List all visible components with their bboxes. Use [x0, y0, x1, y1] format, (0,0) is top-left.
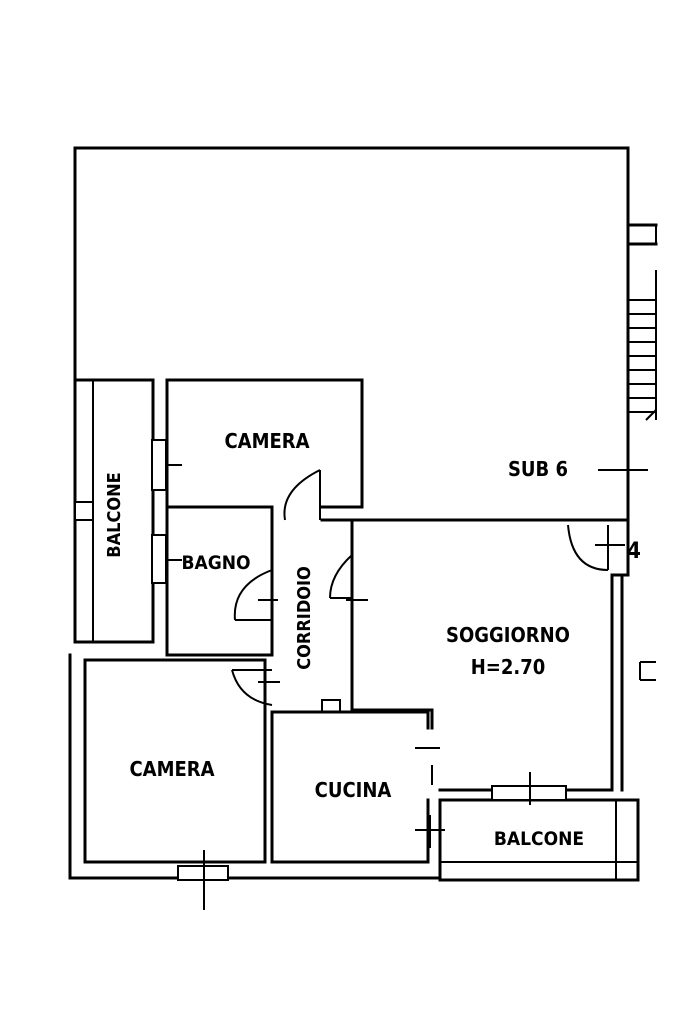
outer-walls — [73, 146, 658, 522]
room-camera-bottom — [68, 653, 442, 910]
label-sub: SUB 6 — [508, 457, 568, 481]
door-number: 4 — [627, 539, 641, 564]
label-soggiorno: SOGGIORNO — [446, 623, 570, 647]
label-balcone-left: BALCONE — [104, 472, 125, 557]
staircase — [628, 270, 657, 421]
label-bagno: BAGNO — [181, 552, 250, 574]
label-balcone-bottom: BALCONE — [494, 828, 584, 850]
label-camera-top: CAMERA — [224, 429, 309, 453]
label-cucina: CUCINA — [315, 778, 392, 802]
room-cucina — [270, 710, 445, 864]
balcony-left — [73, 378, 155, 644]
label-height: H=2.70 — [471, 655, 546, 679]
label-camera-bottom: CAMERA — [129, 757, 214, 781]
balcony-bottom — [438, 772, 640, 882]
label-corridoio: CORRIDOIO — [294, 566, 315, 670]
room-bagno — [151, 505, 274, 657]
